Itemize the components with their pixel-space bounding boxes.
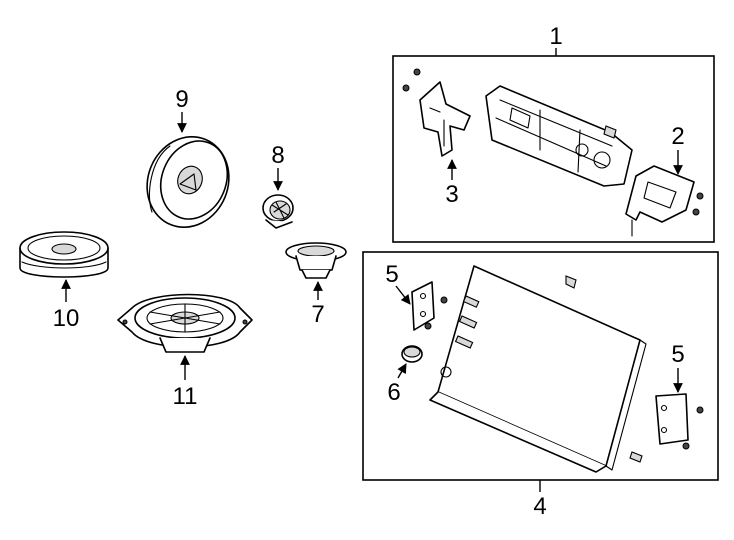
part-10-speaker [19, 231, 109, 278]
callout-3: 3 [445, 181, 458, 208]
part-6-knob [401, 345, 423, 363]
part-5-bracket-left [411, 281, 448, 331]
callout-9: 9 [175, 86, 188, 113]
callout-7: 7 [311, 301, 324, 328]
callout-10: 10 [53, 305, 80, 332]
part-4-display [429, 265, 647, 473]
leader-6 [397, 363, 407, 379]
callout-2: 2 [671, 123, 684, 150]
group-1-frame [392, 55, 715, 243]
part-11-speaker [117, 293, 253, 353]
callout-6: 6 [387, 379, 400, 406]
part-7-speaker [285, 242, 347, 279]
leader-5-left [395, 285, 411, 305]
callout-4: 4 [533, 493, 546, 520]
callout-5-left: 5 [385, 261, 398, 288]
part-5-bracket-right [629, 393, 704, 463]
part-3-bracket [402, 68, 471, 157]
callout-5-right: 5 [671, 341, 684, 368]
callout-11: 11 [173, 383, 198, 410]
callout-8: 8 [271, 142, 284, 169]
part-1-audio-unit [485, 85, 633, 187]
part-9-speaker [146, 135, 230, 229]
callout-1: 1 [549, 23, 562, 50]
part-2-bracket [625, 165, 704, 237]
part-8-tweeter [262, 194, 294, 229]
